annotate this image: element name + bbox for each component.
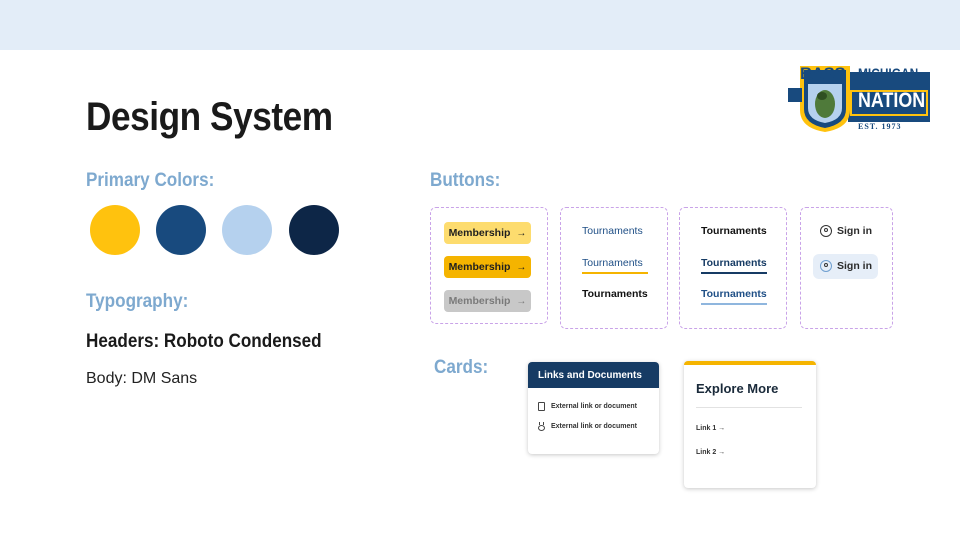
arrow-right-icon: → [516, 227, 527, 239]
document-icon [538, 402, 545, 411]
explore-link-1[interactable]: Link 1 → [696, 425, 726, 432]
typography-headers-sample: Headers: Roboto Condensed [86, 331, 322, 352]
document-link-label: External link or document [551, 423, 637, 430]
cards-label: Cards: [434, 357, 489, 378]
tournaments-link-hover[interactable]: Tournaments [582, 257, 643, 269]
links-documents-card: Links and Documents External link or doc… [528, 362, 659, 454]
tournaments-link-hover[interactable]: Tournaments [701, 257, 767, 269]
tournaments-hover-underline [701, 272, 767, 274]
tournaments-hover-underline [582, 272, 648, 274]
explore-card-title: Explore More [696, 381, 779, 396]
membership-button-label: Membership [448, 295, 511, 307]
medal-icon [538, 422, 545, 431]
membership-button-default[interactable]: Membership → [444, 222, 531, 244]
header-band [0, 0, 960, 50]
tournaments-link-default[interactable]: Tournaments [582, 225, 643, 237]
user-icon [820, 225, 832, 237]
membership-button-group: Membership → Membership → Membership → [430, 207, 548, 324]
typography-body-sample: Body: DM Sans [86, 370, 198, 387]
tournaments-light-group: Tournaments Tournaments Tournaments [560, 207, 668, 329]
signin-button-group: Sign in Sign in [800, 207, 893, 329]
logo-bass-text: BASS [800, 64, 846, 83]
tournaments-active-underline [701, 303, 767, 305]
membership-button-label: Membership [448, 227, 511, 239]
explore-card-divider [696, 407, 802, 408]
swatch-blue [156, 205, 206, 255]
logo-michigan-text: MICHIGAN [858, 65, 919, 81]
user-icon [820, 260, 832, 272]
page-title: Design System [86, 95, 333, 139]
signin-label: Sign in [837, 260, 872, 272]
swatch-light-blue [222, 205, 272, 255]
signin-button-hover[interactable]: Sign in [820, 260, 872, 272]
arrow-right-icon: → [516, 261, 527, 273]
buttons-label: Buttons: [430, 170, 501, 191]
signin-label: Sign in [837, 225, 872, 237]
swatch-navy [289, 205, 339, 255]
document-link-row[interactable]: External link or document [538, 402, 637, 411]
membership-button-disabled[interactable]: Membership → [444, 290, 531, 312]
document-link-label: External link or document [551, 403, 637, 410]
bass-nation-logo: BASS MICHIGAN NATION EST. 1973 [786, 62, 934, 134]
explore-more-card: Explore More Link 1 → Link 2 → [684, 361, 816, 488]
signin-button-default[interactable]: Sign in [820, 225, 872, 237]
membership-button-label: Membership [448, 261, 511, 273]
document-link-row[interactable]: External link or document [538, 422, 637, 431]
tournaments-dark-group: Tournaments Tournaments Tournaments [679, 207, 787, 329]
links-card-header: Links and Documents [528, 362, 659, 388]
arrow-right-icon: → [516, 295, 527, 307]
logo-est-text: EST. 1973 [858, 122, 902, 131]
tournaments-link-active[interactable]: Tournaments [701, 288, 767, 300]
logo-nation-text: NATION [858, 89, 926, 112]
explore-link-2[interactable]: Link 2 → [696, 449, 726, 456]
tournaments-link-active[interactable]: Tournaments [582, 288, 648, 300]
swatch-yellow [90, 205, 140, 255]
tournaments-link-default[interactable]: Tournaments [701, 225, 767, 237]
logo-graphic [788, 66, 930, 132]
typography-label: Typography: [86, 291, 189, 312]
primary-colors-label: Primary Colors: [86, 170, 215, 191]
membership-button-hover[interactable]: Membership → [444, 256, 531, 278]
